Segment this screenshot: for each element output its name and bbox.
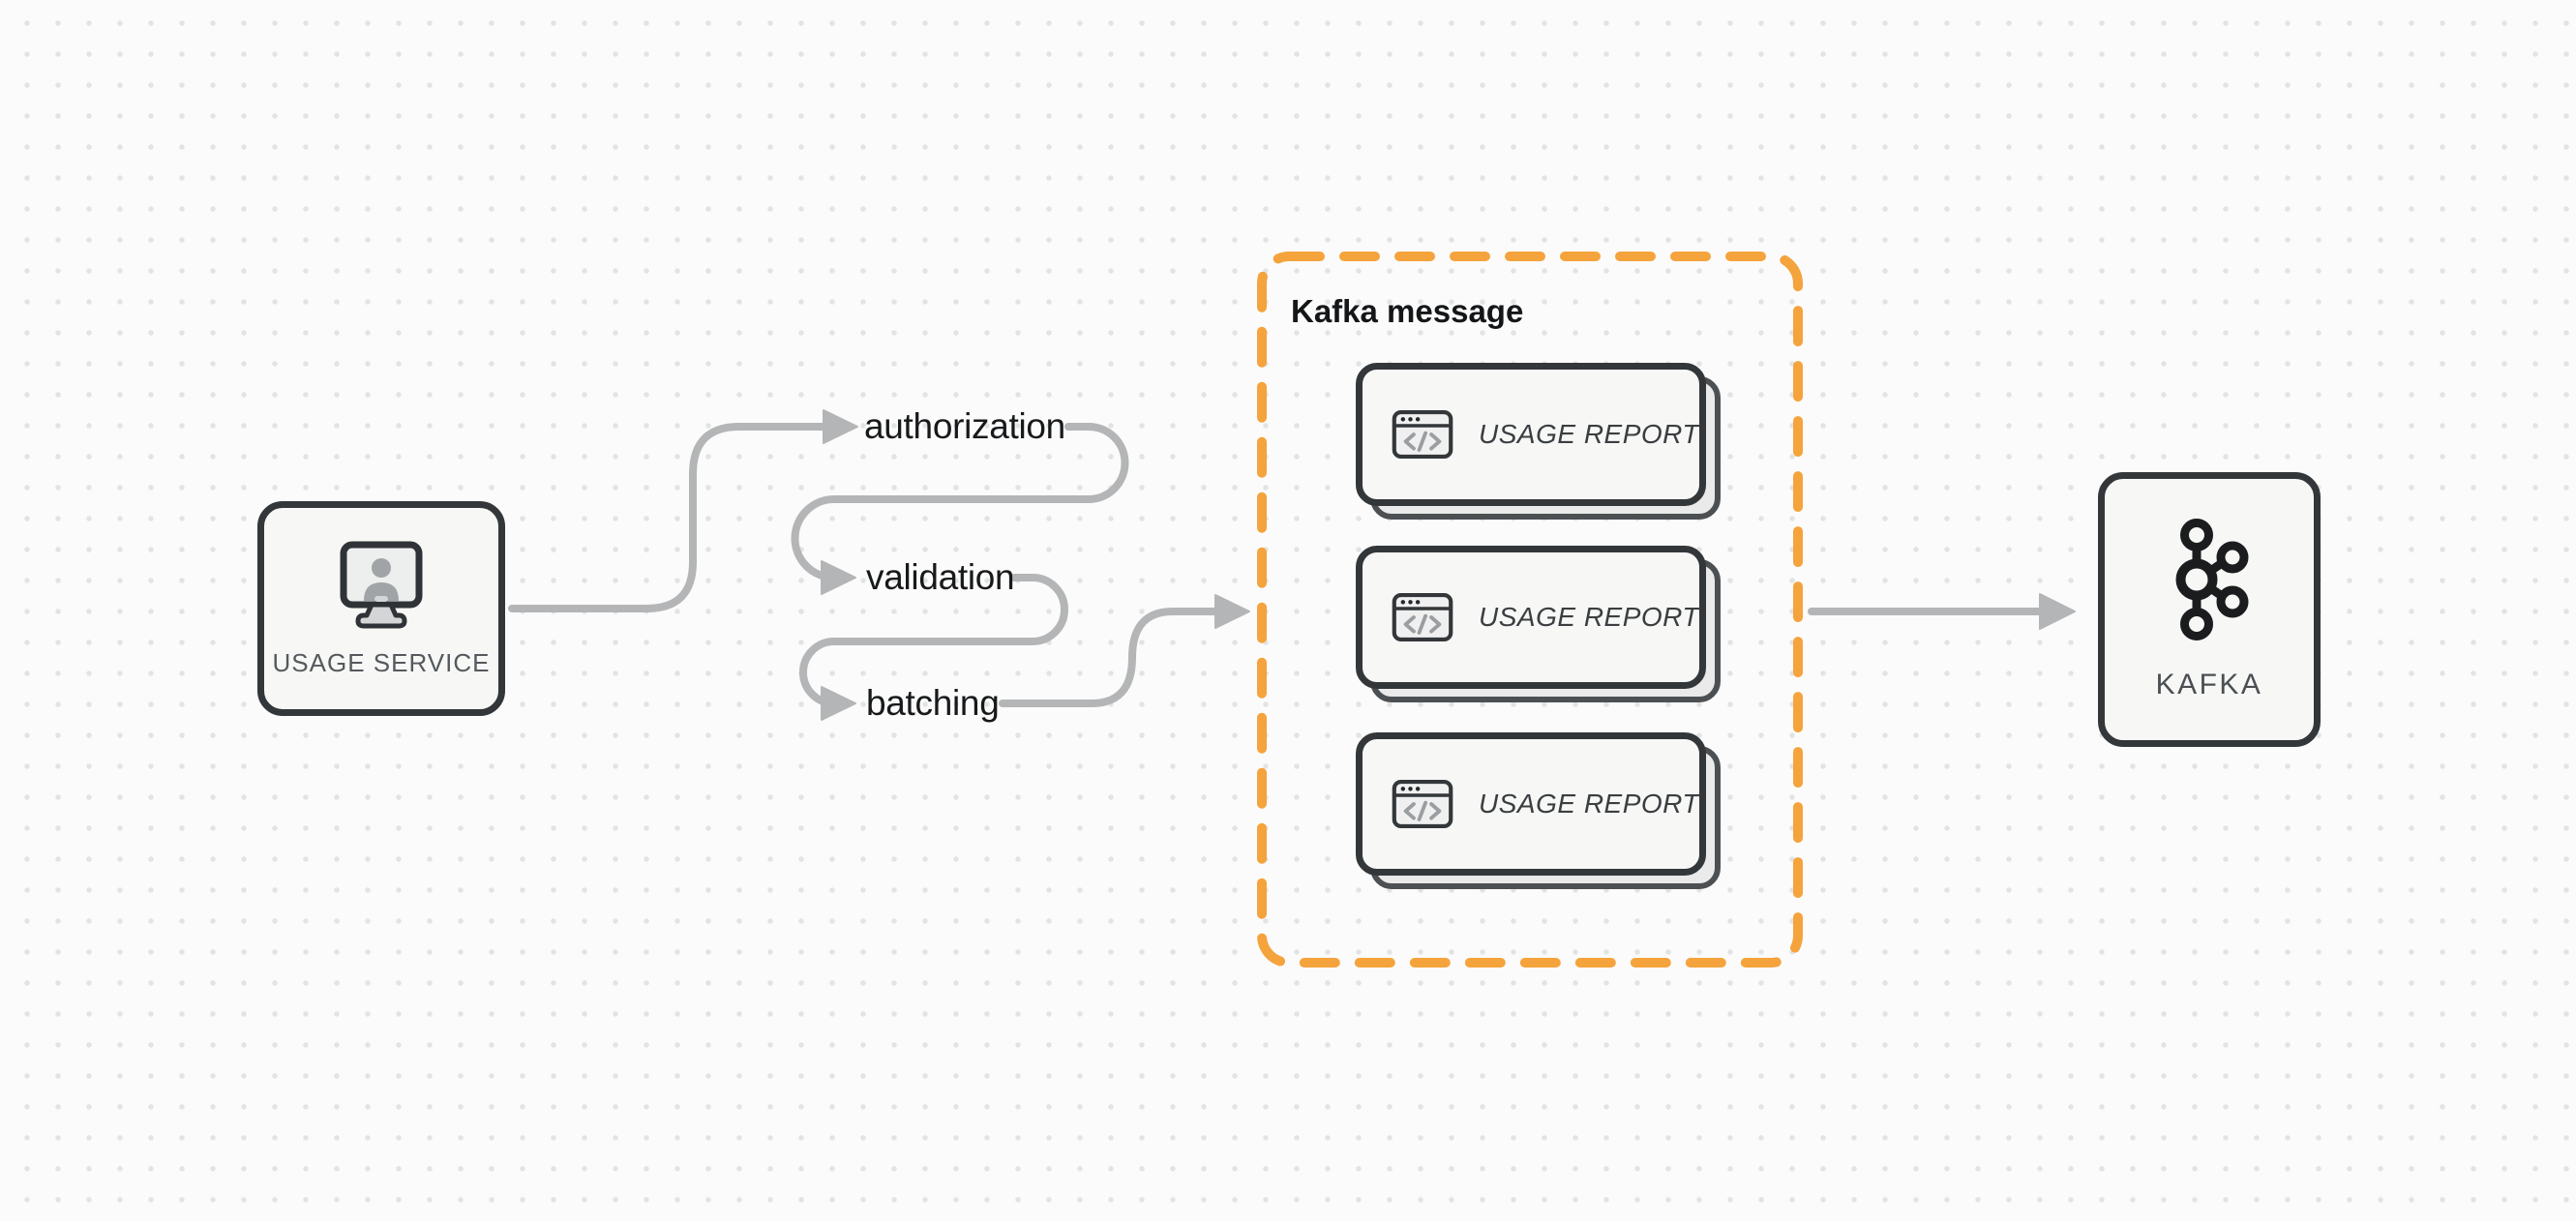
usage-service-node[interactable]: USAGE SERVICE	[257, 501, 505, 716]
flow-label-batching[interactable]: batching	[866, 683, 1000, 723]
kafka-node[interactable]: KAFKA	[2098, 472, 2321, 747]
usage-report-label: USAGE REPORT	[1479, 789, 1699, 819]
arrowhead-right-icon	[1214, 594, 1250, 629]
usage-report-label: USAGE REPORT	[1479, 419, 1699, 449]
arrowhead-right-icon	[821, 560, 856, 595]
kafka-logo-icon	[2175, 519, 2249, 640]
arrowhead-right-icon	[2039, 593, 2076, 630]
usage-report-card[interactable]: USAGE REPORT	[1356, 732, 1721, 889]
usage-report-card[interactable]: USAGE REPORT	[1356, 546, 1721, 702]
usage-service-label: USAGE SERVICE	[272, 647, 491, 677]
kafka-message-group-title: Kafka message	[1291, 293, 1524, 329]
arrowhead-right-icon	[823, 409, 858, 444]
connector-batching-to-kafka-message[interactable]	[999, 594, 1250, 707]
kafka-message-group[interactable]: Kafka message USAGE REPORT	[1257, 252, 1803, 968]
monitor-user-icon	[340, 541, 423, 628]
code-window-icon	[1392, 409, 1453, 460]
usage-report-label: USAGE REPORT	[1479, 602, 1699, 632]
connector-validation-to-batching[interactable]	[799, 574, 1068, 721]
arrowhead-right-icon	[821, 686, 856, 721]
connector-kafka-message-to-kafka[interactable]	[1808, 593, 2076, 630]
dashed-group-outline	[1257, 252, 1803, 968]
kafka-label: KAFKA	[2155, 669, 2263, 700]
code-window-icon	[1392, 779, 1453, 829]
flow-label-authorization[interactable]: authorization	[864, 406, 1065, 446]
connector-usage-to-authorization[interactable]	[508, 409, 858, 612]
code-window-icon	[1392, 592, 1453, 642]
flow-label-validation[interactable]: validation	[866, 557, 1015, 597]
usage-report-card[interactable]: USAGE REPORT	[1356, 363, 1721, 520]
connector-authorization-to-validation[interactable]	[791, 423, 1129, 595]
